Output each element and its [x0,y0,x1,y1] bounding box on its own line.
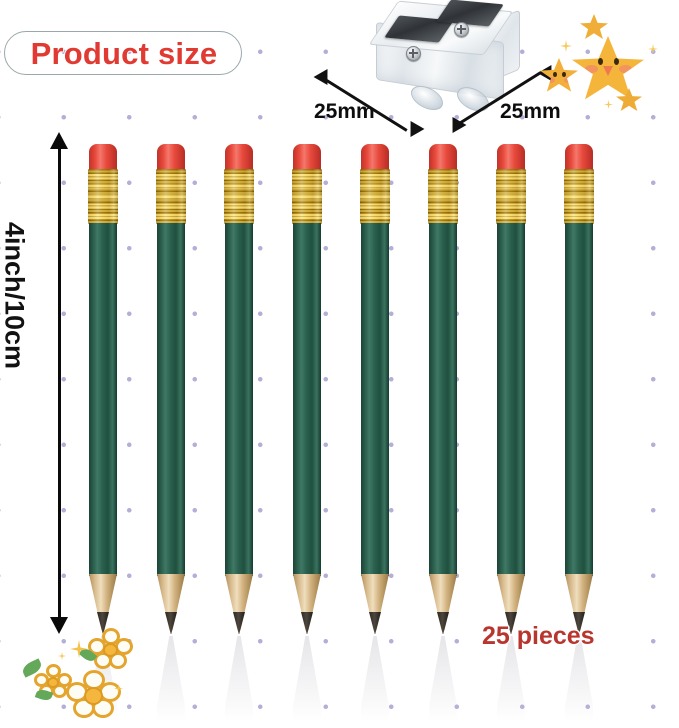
pencil-eraser [361,144,389,172]
sharpener-screw-2 [454,22,469,37]
pencil-barrel [361,223,389,576]
pencil-ferrule [496,169,526,224]
dimension-arrow-bottom [50,617,68,634]
sparkle-icon-1 [560,40,572,52]
pencil-ferrule [156,169,186,224]
pencil-ferrule [360,169,390,224]
flower-sticker-group [4,604,144,724]
sparkle-icon-5 [58,652,66,660]
pencil-eraser [293,144,321,172]
star-icon-main [572,36,644,100]
pencil [496,144,526,722]
quantity-label: 25 pieces [482,622,595,650]
pencil [156,144,186,722]
pencil-ferrule [428,169,458,224]
pencil [360,144,390,722]
pencil-eraser [429,144,457,172]
pencil-barrel [293,223,321,576]
pencil-eraser [565,144,593,172]
pencil-eraser [157,144,185,172]
pencil-barrel [429,223,457,576]
sparkle-icon-2 [648,44,658,54]
sparkle-icon-3 [604,100,613,109]
star-sticker-group [536,14,676,114]
sharpener-screw-1 [406,46,421,61]
dimension-line [58,145,61,621]
product-size-label: Product size [30,35,218,71]
pencil-lead-point [437,612,449,634]
pencil [292,144,322,722]
dimension-arrow-top [50,132,68,149]
pencil-length-dimension [50,132,68,634]
pencil-length-label: 4inch/10cm [0,221,30,370]
sharpener-image [366,0,526,116]
pencil-barrel [89,223,117,576]
pencil-ferrule [88,169,118,224]
pencil-eraser [89,144,117,172]
pencil-barrel [157,223,185,576]
sharpener-width-label: 25mm [314,100,375,123]
pencil-ferrule [292,169,322,224]
pencil-ferrule [224,169,254,224]
star-icon-left [540,58,578,92]
pencil [224,144,254,722]
pencil-eraser [225,144,253,172]
pencil-eraser [497,144,525,172]
flower-icon-1 [88,628,133,670]
star-icon-small-top [580,14,608,39]
pencil-lead-point [301,612,313,634]
pencil [564,144,594,722]
sharpener-depth-label: 25mm [500,100,561,123]
flower-icon-2 [66,670,121,720]
pencil-lead-point [369,612,381,634]
pencil-ferrule [564,169,594,224]
product-size-badge: Product size [4,31,242,75]
sparkle-icon-6 [114,684,123,693]
pencil-barrel [225,223,253,576]
pencil-barrel [565,223,593,576]
pencil-lead-point [233,612,245,634]
pencil-barrel [497,223,525,576]
pencil [88,144,118,722]
pencil-lead-point [165,612,177,634]
pencil [428,144,458,722]
